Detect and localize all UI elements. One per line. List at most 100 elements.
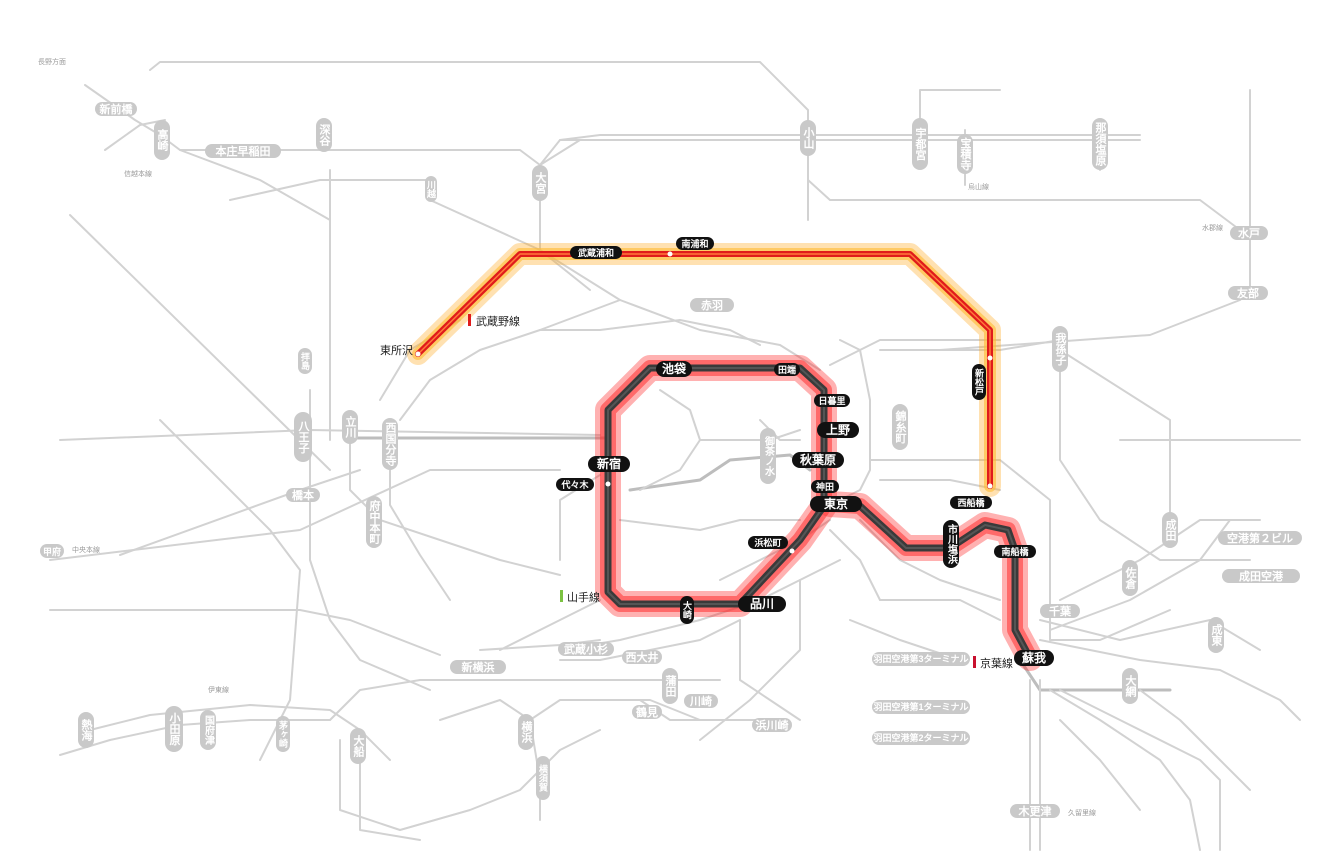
gray-station-nishikokubunji: 西国分寺 bbox=[382, 418, 398, 470]
gray-station-omiya: 大宮 bbox=[532, 165, 548, 201]
gray-station-shinyokohama: 新横浜 bbox=[450, 660, 506, 674]
svg-text:日暮里: 日暮里 bbox=[818, 395, 845, 406]
gray-station-atami: 熱海 bbox=[78, 712, 94, 748]
station-akihabara: 秋葉原 bbox=[792, 452, 844, 468]
svg-text:大網: 大網 bbox=[1124, 674, 1137, 698]
svg-text:拝島: 拝島 bbox=[300, 351, 310, 371]
svg-text:錦糸町: 錦糸町 bbox=[894, 409, 907, 444]
station-ichikawashiohama: 市川塩浜 bbox=[943, 520, 959, 568]
station-shinmatsudo: 新松戸 bbox=[972, 364, 986, 400]
legend-keiyo: 京葉線 bbox=[973, 656, 1013, 670]
svg-text:新前橋: 新前橋 bbox=[100, 102, 134, 116]
svg-text:蘇我: 蘇我 bbox=[1021, 650, 1046, 665]
gray-station-abiko: 我孫子 bbox=[1052, 326, 1068, 372]
gray-station-naruto: 成東 bbox=[1208, 617, 1224, 653]
svg-text:佐倉: 佐倉 bbox=[1124, 566, 1138, 590]
gray-station-sakura: 佐倉 bbox=[1122, 560, 1138, 596]
gray-station-kinshicho: 錦糸町 bbox=[892, 404, 908, 450]
svg-text:八王子: 八王子 bbox=[297, 420, 311, 454]
svg-text:御茶ノ水: 御茶ノ水 bbox=[763, 435, 776, 477]
svg-text:高崎: 高崎 bbox=[156, 128, 169, 152]
svg-text:品川: 品川 bbox=[750, 597, 774, 611]
svg-text:深谷: 深谷 bbox=[318, 123, 331, 147]
gray-station-hashimoto: 橋本 bbox=[286, 488, 320, 502]
gray-station-hachioji: 八王子 bbox=[294, 412, 312, 462]
gray-station-kamata: 蒲田 bbox=[662, 668, 678, 704]
gray-station-ofuna: 大船 bbox=[350, 728, 366, 764]
svg-text:武蔵浦和: 武蔵浦和 bbox=[578, 247, 614, 258]
svg-text:烏山線: 烏山線 bbox=[968, 182, 989, 191]
svg-text:立川: 立川 bbox=[344, 415, 358, 438]
gray-station-hoshakuji: 宝積寺 bbox=[957, 134, 973, 174]
yamanote-route bbox=[604, 364, 828, 608]
svg-text:伊東線: 伊東線 bbox=[208, 685, 229, 694]
svg-text:熱海: 熱海 bbox=[80, 718, 93, 742]
gray-station-kurihama: 横須賀 bbox=[536, 756, 550, 800]
station-minamifunabashi: 南船橋 bbox=[994, 545, 1036, 558]
gray-station-musashikosugi: 武蔵小杉 bbox=[558, 642, 614, 656]
svg-text:羽田空港第1ターミナル: 羽田空港第1ターミナル bbox=[873, 701, 968, 712]
svg-text:那須塩原: 那須塩原 bbox=[1094, 122, 1108, 167]
station-shinjuku: 新宿 bbox=[588, 456, 630, 472]
svg-text:羽田空港第3ターミナル: 羽田空港第3ターミナル bbox=[873, 653, 968, 664]
svg-text:友部: 友部 bbox=[1237, 286, 1259, 300]
svg-text:小山: 小山 bbox=[802, 126, 816, 150]
gray-station-tomobe: 友部 bbox=[1228, 286, 1268, 300]
station-ikebukuro: 池袋 bbox=[656, 361, 692, 377]
svg-text:我孫子: 我孫子 bbox=[1054, 331, 1067, 366]
route-glows bbox=[407, 243, 1043, 671]
station-minamiurawa: 南浦和 bbox=[676, 237, 714, 250]
svg-text:西国分寺: 西国分寺 bbox=[384, 422, 397, 467]
svg-text:長野方面: 長野方面 bbox=[38, 57, 66, 66]
svg-text:浜川崎: 浜川崎 bbox=[756, 718, 789, 732]
station-shinagawa: 品川 bbox=[738, 596, 786, 612]
station-musashiurawa: 武蔵浦和 bbox=[570, 246, 622, 259]
svg-text:小田原: 小田原 bbox=[168, 711, 182, 746]
gray-station-nasushiobara: 那須塩原 bbox=[1092, 118, 1108, 170]
station-osaki: 大崎 bbox=[680, 596, 694, 624]
svg-text:市川塩浜: 市川塩浜 bbox=[946, 523, 959, 565]
keiyo-route bbox=[826, 500, 1034, 662]
svg-text:秋葉原: 秋葉原 bbox=[800, 452, 836, 467]
gray-station-haneda-t3: 羽田空港第3ターミナル bbox=[872, 652, 970, 666]
gray-station-kofu: 甲府 bbox=[40, 544, 64, 558]
station-soga: 蘇我 bbox=[1014, 650, 1054, 666]
gray-station-fuchuhommachi: 府中本町 bbox=[366, 496, 382, 548]
svg-text:上野: 上野 bbox=[826, 422, 850, 437]
svg-text:横浜: 横浜 bbox=[520, 720, 533, 744]
svg-text:水郡線: 水郡線 bbox=[1202, 223, 1223, 232]
station-higashitokorozawa: 東所沢 bbox=[380, 343, 413, 357]
background-station-labels: 新前橋 本庄早稲田 水戸 友部 赤羽 空港第２ビル 成田空港 千葉 新横浜 武蔵… bbox=[40, 102, 1302, 818]
gray-station-tsurumi: 鶴見 bbox=[632, 705, 662, 719]
svg-text:武蔵小杉: 武蔵小杉 bbox=[564, 642, 608, 656]
gray-station-nishioi: 西大井 bbox=[622, 650, 662, 664]
svg-text:南浦和: 南浦和 bbox=[681, 238, 708, 249]
legend-yamanote: 山手線 bbox=[560, 590, 600, 604]
gray-station-airport-t2: 空港第２ビル bbox=[1218, 531, 1302, 545]
svg-text:鶴見: 鶴見 bbox=[636, 705, 658, 719]
highlighted-station-labels: 池袋 田端 日暮里 上野 秋葉原 神田 東京 新宿 代々木 浜松町 品川 大崎 … bbox=[380, 237, 1054, 666]
svg-text:蒲田: 蒲田 bbox=[664, 674, 677, 698]
gray-station-narita: 成田 bbox=[1162, 512, 1178, 548]
svg-text:西大井: 西大井 bbox=[626, 650, 659, 664]
line-legends: 武蔵野線 山手線 京葉線 bbox=[468, 314, 1013, 670]
svg-text:浜松町: 浜松町 bbox=[754, 537, 781, 548]
background-station-labels-vertical: 高崎 深谷 大宮 小山 宇都宮 宝積寺 那須塩原 川越 拝島 八王子 立川 西国… bbox=[78, 118, 1224, 800]
station-nippori: 日暮里 bbox=[814, 394, 850, 407]
svg-text:成東: 成東 bbox=[1210, 623, 1223, 647]
gray-station-shinmaebashi: 新前橋 bbox=[95, 102, 137, 116]
gray-station-kawagoe: 川越 bbox=[425, 176, 437, 202]
station-kanda: 神田 bbox=[811, 480, 839, 493]
gray-station-utsunomiya: 宇都宮 bbox=[912, 118, 928, 170]
svg-text:府中本町: 府中本町 bbox=[368, 499, 381, 545]
gray-station-oyama: 小山 bbox=[800, 120, 816, 156]
svg-text:山手線: 山手線 bbox=[567, 590, 600, 604]
svg-text:大崎: 大崎 bbox=[682, 600, 692, 620]
svg-text:神田: 神田 bbox=[816, 481, 834, 492]
gray-station-takasaki: 高崎 bbox=[154, 120, 170, 160]
gray-station-chiba: 千葉 bbox=[1040, 604, 1080, 618]
svg-text:羽田空港第2ターミナル: 羽田空港第2ターミナル bbox=[873, 732, 968, 743]
svg-text:大宮: 大宮 bbox=[534, 171, 547, 195]
svg-text:久留里線: 久留里線 bbox=[1068, 808, 1096, 817]
